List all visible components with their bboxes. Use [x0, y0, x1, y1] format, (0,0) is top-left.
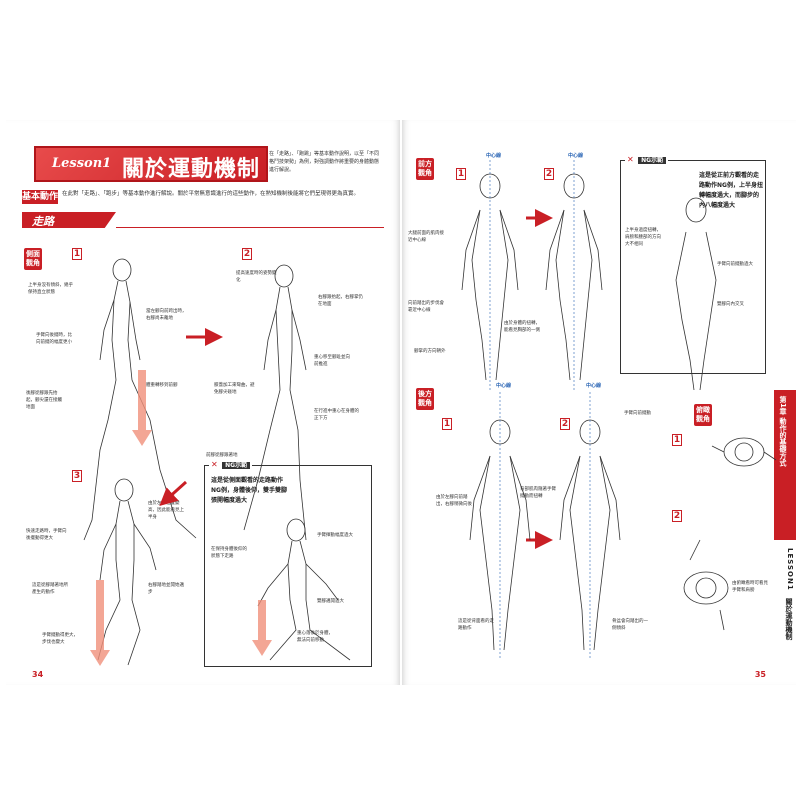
right-front-view-figures — [462, 174, 776, 650]
walking-figure-top-1 — [712, 438, 776, 466]
direction-arrows — [166, 218, 544, 540]
walking-figure-side-2 — [244, 265, 306, 540]
walking-figure-top-2 — [684, 540, 728, 630]
left-side-view-figures — [84, 259, 350, 665]
center-lines — [490, 160, 590, 660]
walking-figure-back-2 — [560, 420, 620, 650]
walking-figure-ng — [258, 519, 350, 660]
walking-figure-back-1 — [470, 420, 530, 650]
walking-figure-front-ng — [676, 198, 716, 390]
walking-figure-side-3 — [98, 479, 156, 665]
